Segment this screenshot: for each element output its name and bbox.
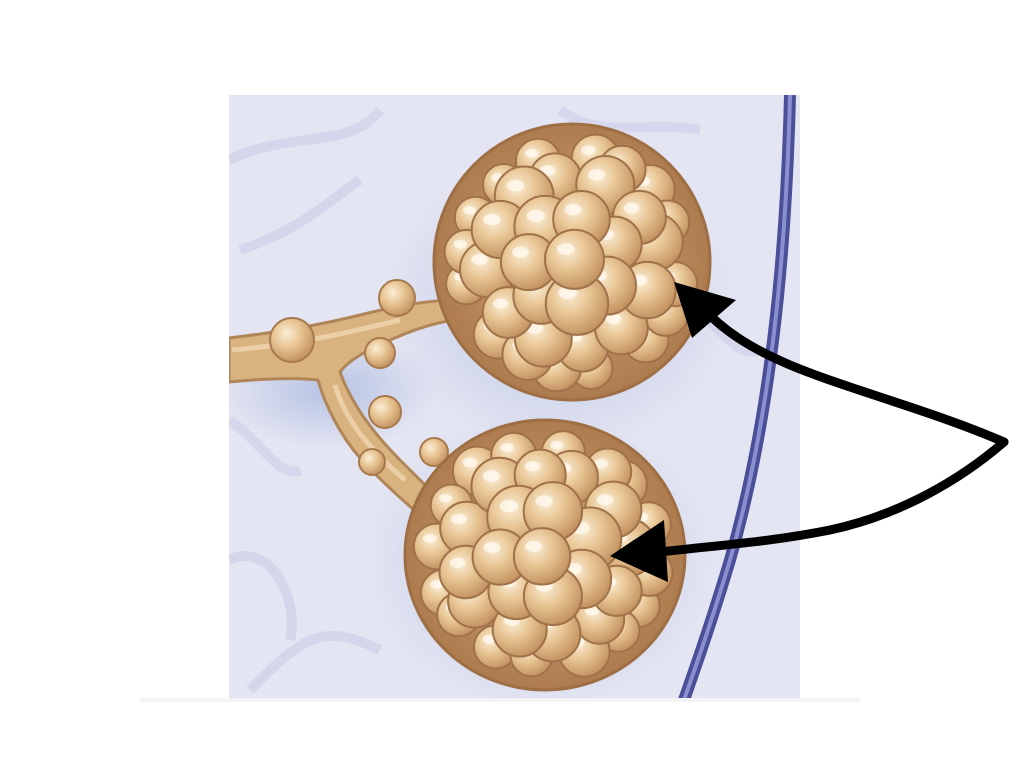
- alveolus-highlight: [526, 209, 546, 222]
- alveolus-highlight: [453, 239, 467, 249]
- alveolus-highlight: [462, 457, 478, 468]
- alveolus-highlight: [512, 246, 529, 258]
- pointer-arrow-upper-shaft: [695, 300, 1009, 447]
- pointer-arrows: [610, 282, 1009, 582]
- alveolus-highlight: [471, 253, 488, 265]
- alveolus-highlight: [605, 313, 622, 325]
- alveolus-highlight: [483, 213, 501, 226]
- alveolus-highlight: [499, 499, 519, 513]
- alveolus-highlight: [525, 540, 543, 553]
- pointer-arrow-lower-shaft: [655, 437, 1009, 557]
- alveolus-highlight: [482, 635, 496, 644]
- alveolus-highlight: [439, 493, 452, 503]
- alveolus-highlight: [593, 459, 608, 469]
- alveolus-highlight: [423, 533, 437, 544]
- alveolus-highlight: [581, 145, 596, 155]
- alveolus: [544, 228, 605, 290]
- alveolus-highlight: [556, 243, 575, 256]
- alveolus-highlight: [449, 557, 466, 568]
- pointer-arrowhead-upper: [674, 282, 736, 338]
- alveolus-highlight: [450, 513, 467, 525]
- alveolus-highlight: [500, 443, 514, 452]
- alveolus-highlight: [564, 203, 582, 216]
- illustration-bottom-margin: [140, 698, 860, 702]
- alveolus-highlight: [483, 541, 501, 553]
- alveolus-highlight: [596, 494, 614, 506]
- alveolus-highlight: [493, 298, 509, 309]
- vessel-line-inner: [682, 95, 792, 700]
- alveolar-sac-upper: [432, 122, 712, 402]
- alveolus-highlight: [482, 470, 500, 482]
- duct-buds: [269, 279, 449, 476]
- alveolus-highlight: [550, 440, 564, 450]
- pointer-arrowhead-lower: [610, 520, 668, 582]
- alveolus-highlight: [463, 206, 476, 215]
- alveolus-highlight: [524, 461, 541, 472]
- illustration-panel: [229, 95, 800, 700]
- alveolus-highlight: [506, 179, 525, 192]
- alveolus-highlight: [623, 202, 640, 214]
- alveolus: [512, 527, 572, 586]
- alveolus-highlight: [535, 495, 553, 507]
- alveolus-highlight: [587, 169, 606, 181]
- alveolus-highlight: [524, 148, 539, 158]
